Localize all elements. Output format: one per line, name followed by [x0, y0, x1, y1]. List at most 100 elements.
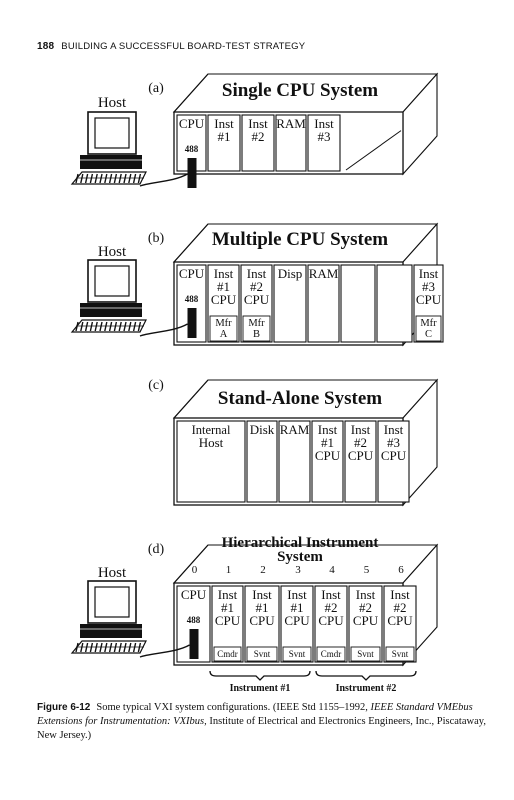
module-text: CPU	[381, 448, 407, 463]
gpib-connector	[189, 629, 199, 659]
keyboard-key	[113, 642, 118, 653]
module-text: #3	[422, 279, 435, 294]
module-text: #2	[359, 600, 372, 615]
page-number: 188	[37, 41, 55, 52]
module-text: Inst	[248, 116, 268, 131]
keyboard-key	[104, 321, 108, 332]
running-title: BUILDING A SUCCESSFUL BOARD-TEST STRATEG…	[61, 41, 306, 52]
keyboard-key	[89, 642, 94, 653]
keyboard-key	[99, 642, 103, 653]
module-text: Inst	[384, 422, 404, 437]
module-outline	[311, 420, 344, 503]
slot-number: 1	[226, 564, 232, 576]
keyboard-key	[118, 173, 122, 184]
keyboard-key	[132, 173, 137, 184]
host-label: Host	[98, 244, 127, 260]
panel-letter: (d)	[148, 542, 165, 557]
rack-edge	[173, 73, 209, 113]
keyboard-key	[118, 321, 122, 332]
keyboard-key	[108, 173, 113, 184]
gpib-cable	[139, 644, 190, 658]
running-head: 188 BUILDING A SUCCESSFUL BOARD-TEST STRA…	[37, 41, 305, 52]
module-outline	[344, 420, 377, 503]
keyboard-key	[75, 173, 79, 184]
module-text: Inst	[287, 587, 307, 602]
module-text: Inst	[214, 116, 234, 131]
slot-number: 3	[295, 564, 301, 576]
slot-number: 5	[364, 564, 370, 576]
module-text: CPU	[387, 613, 413, 628]
module-text: Inst	[390, 587, 410, 602]
keyboard-key	[123, 321, 127, 332]
submodule-box	[242, 315, 271, 342]
panel-a: (a)Single CPU SystemCPU488Inst#1Inst#2RA…	[70, 72, 439, 188]
panel-letter: (a)	[148, 81, 164, 96]
submodule-text: Svnt	[392, 649, 409, 659]
module-text: Inst	[314, 116, 334, 131]
gpib-cable	[139, 173, 188, 187]
monitor-screen	[94, 265, 130, 297]
module-card	[340, 264, 376, 343]
module-text: CPU	[215, 613, 241, 628]
keyboard-key	[128, 173, 132, 184]
submodule-text: A	[220, 329, 228, 340]
instrument-group-label: Instrument #1	[230, 683, 291, 694]
submodule-text: Svnt	[254, 649, 271, 659]
submodule-box	[213, 646, 242, 662]
submodule-text: Mfr	[420, 318, 437, 329]
keyboard-key	[80, 173, 84, 184]
keyboard-key	[75, 321, 79, 332]
module-text: Inst	[318, 422, 338, 437]
keyboard-key	[132, 642, 137, 653]
cpu-base	[80, 624, 142, 638]
module-text: Inst	[218, 587, 238, 602]
keyboard-key	[104, 642, 108, 653]
submodule-box	[246, 646, 278, 662]
keyboard-key	[94, 173, 98, 184]
chip-label: 488	[185, 294, 199, 304]
module-card: Inst#2	[241, 114, 275, 172]
module-outline	[307, 264, 340, 343]
submodule-text: C	[425, 329, 432, 340]
module-text: #2	[325, 600, 338, 615]
keyboard-key	[108, 321, 113, 332]
keyboard-key	[123, 173, 127, 184]
module-text: CPU	[318, 613, 344, 628]
caption-text-2: Institute of Electrical and Electronics …	[37, 716, 486, 741]
submodule-text: Cmdr	[217, 649, 238, 659]
keyboard-key	[137, 173, 142, 184]
module-outline	[275, 114, 307, 172]
rack-edge	[173, 544, 209, 584]
module-text: RAM	[276, 116, 306, 131]
module-text: Disk	[250, 422, 275, 437]
keyboard-key	[118, 642, 122, 653]
monitor-screen	[94, 586, 130, 618]
panel-title: Hierarchical Instrument	[222, 535, 379, 551]
module-text: #1	[218, 129, 231, 144]
module-text: CPU	[416, 292, 442, 307]
module-card: RAM	[275, 114, 307, 172]
module-text: Inst	[214, 266, 234, 281]
slot-number: 4	[329, 564, 335, 576]
keyboard-key	[108, 642, 113, 653]
module-card: Disk	[246, 420, 278, 503]
keyboard-key	[84, 321, 89, 332]
module-text: CPU	[284, 613, 310, 628]
keyboard-key	[128, 642, 132, 653]
module-text: CPU	[249, 613, 275, 628]
host-computer-icon: Host	[70, 244, 147, 333]
rack-edge	[173, 223, 209, 263]
module-text: #1	[256, 600, 269, 615]
module-outline	[377, 420, 410, 503]
caption-italic: IEEE Standard VMEbus Extensions for Inst…	[37, 702, 473, 727]
module-card: Disp	[273, 264, 307, 343]
keyboard-key	[84, 173, 89, 184]
module-card: RAM	[307, 264, 340, 343]
